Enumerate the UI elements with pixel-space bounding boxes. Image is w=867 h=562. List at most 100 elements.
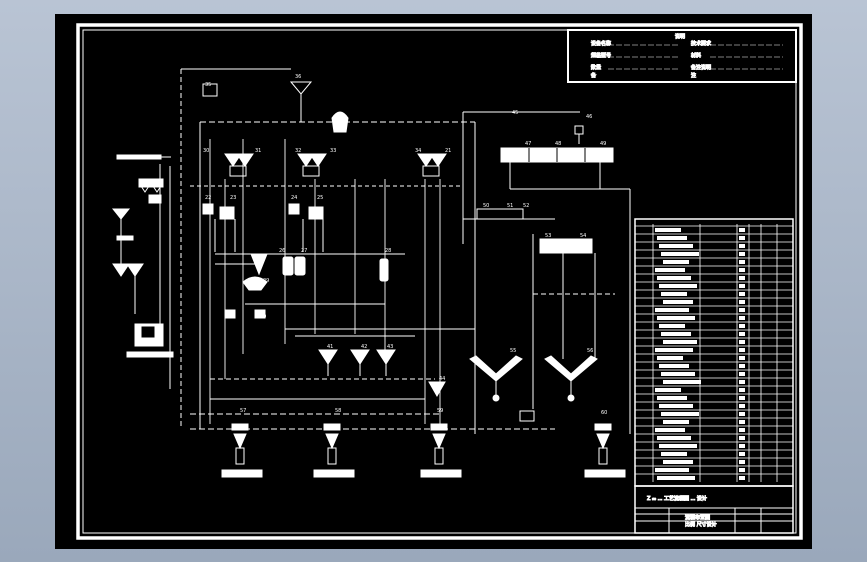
parts-list-qty-mark — [739, 412, 745, 416]
trough-separator-b — [544, 355, 598, 382]
top-hopper — [289, 81, 313, 95]
trough-separator-a — [469, 355, 523, 382]
top-note-block: 说明 设备名称 规格型号 数量 备 技术要求 材料 备注说明 注 — [567, 29, 797, 83]
equipment-tag-label: 47 — [525, 141, 531, 147]
pipe-network — [190, 139, 555, 430]
parts-list-cell-text — [657, 276, 691, 280]
mill-units — [202, 203, 324, 252]
equipment-tag-label: 55 — [510, 348, 516, 354]
equipment-tag-label: 28 — [385, 248, 391, 254]
parts-list-qty-mark — [739, 228, 745, 232]
equipment-tag-label: 35 — [205, 82, 211, 88]
flow-diagram: 3635303132333421222324252627282939404142… — [111, 68, 631, 478]
parts-list-qty-mark — [739, 372, 745, 376]
parts-list-qty-mark — [739, 404, 745, 408]
parts-list-cell-text — [657, 316, 695, 320]
parts-list-qty-mark — [739, 324, 745, 328]
parts-list-cell-text — [663, 260, 689, 264]
parts-list-cell-text — [659, 364, 689, 368]
equipment-tag-label: 40 — [260, 314, 266, 320]
fan-units — [476, 208, 524, 220]
equipment-tag-label: 53 — [545, 233, 551, 239]
parts-list-qty-mark — [739, 340, 745, 344]
storage-bin — [539, 238, 593, 254]
equipment-tag-label: 57 — [240, 408, 246, 414]
equipment-tag-label: 22 — [205, 195, 211, 201]
note-left-2: 规格型号 — [591, 52, 611, 59]
title-block-name-1: 流程布置图 — [685, 514, 710, 521]
parts-list-qty-mark — [739, 252, 745, 256]
note-left-1: 设备名称 — [591, 40, 611, 47]
note-right-4: 注 — [691, 72, 696, 79]
parts-list-qty-mark — [739, 476, 745, 480]
equipment-tag-label: 60 — [601, 410, 607, 416]
parts-list-qty-mark — [739, 460, 745, 464]
equipment-tag-label: 56 — [587, 348, 593, 354]
inner-frame — [82, 29, 797, 534]
parts-list-qty-mark — [739, 276, 745, 280]
equipment-tag-label: 30 — [203, 148, 209, 154]
equipment-tag-label: 31 — [255, 148, 261, 154]
parts-list-cell-text — [655, 428, 685, 432]
parts-list-qty-mark — [739, 332, 745, 336]
equipment-tag-label: 44 — [439, 376, 445, 382]
parts-list-cell-text — [663, 340, 697, 344]
parts-list-cell-text — [657, 396, 687, 400]
equipment-tag-label: 27 — [301, 248, 307, 254]
parts-list-cell-text — [661, 452, 687, 456]
parts-list-cell-text — [655, 228, 681, 232]
equipment-tag-label: 21 — [445, 148, 451, 154]
equipment-tag-label: 26 — [279, 248, 285, 254]
hopper-icon — [111, 208, 131, 220]
parts-list-qty-mark — [739, 380, 745, 384]
twin-hopper-icon — [112, 263, 144, 277]
equipment-tag-label: 50 — [483, 203, 489, 209]
separator-row — [224, 153, 447, 177]
parts-list-cell-text — [659, 284, 697, 288]
drawing-sheet: 说明 设备名称 规格型号 数量 备 技术要求 材料 备注说明 注 — [55, 14, 812, 549]
parts-list-cell-text — [661, 252, 699, 256]
parts-list-cell-text — [657, 436, 691, 440]
parts-list-cell-text — [659, 404, 693, 408]
parts-list-qty-mark — [739, 364, 745, 368]
parts-list-cell-text — [661, 372, 695, 376]
parts-list-qty-mark — [739, 420, 745, 424]
note-left-4: 备 — [591, 72, 596, 79]
parts-list-table — [634, 218, 794, 487]
note-right-1: 技术要求 — [691, 40, 711, 47]
equipment-tag-label: 49 — [600, 141, 606, 147]
parts-list-cell-text — [659, 244, 693, 248]
parts-list-cell-text — [661, 332, 691, 336]
small-tank — [519, 410, 535, 422]
title-block-name-2: 比例 尺寸设计 — [685, 521, 717, 528]
title-block: Z ₆₀ ... 工艺流程图 ... 设计 流程布置图 比例 尺寸设计 — [634, 485, 794, 534]
equipment-tag-label: 25 — [317, 195, 323, 201]
process-flow-drawing: 说明 设备名称 规格型号 数量 备 技术要求 材料 备注说明 注 — [76, 23, 803, 540]
parts-list-cell-text — [659, 444, 697, 448]
packing-machines — [221, 423, 626, 478]
parts-list-qty-mark — [739, 356, 745, 360]
equipment-tag-label: 43 — [387, 344, 393, 350]
parts-list-qty-mark — [739, 268, 745, 272]
parts-list-qty-mark — [739, 452, 745, 456]
equipment-tag-label: 41 — [327, 344, 333, 350]
left-feeder-line — [111, 154, 174, 389]
note-heading: 说明 — [675, 33, 685, 40]
parts-list-qty-mark — [739, 436, 745, 440]
equipment-tag-label: 42 — [361, 344, 367, 350]
parts-list-cell-text — [661, 292, 687, 296]
parts-list-rows — [635, 225, 793, 480]
equipment-tag-label: 32 — [295, 148, 301, 154]
parts-list-cell-text — [655, 308, 689, 312]
parts-list-qty-mark — [739, 292, 745, 296]
equipment-tag-label: 52 — [523, 203, 529, 209]
equipment-tag-label: 48 — [555, 141, 561, 147]
outer-frame — [76, 23, 803, 540]
equipment-tag-label: 34 — [415, 148, 421, 154]
classifier-a — [250, 253, 268, 276]
equipment-tag-label: 58 — [335, 408, 341, 414]
cone-separators — [318, 349, 446, 398]
parts-list-qty-mark — [739, 316, 745, 320]
equipment-tag-label: 39 — [227, 314, 233, 320]
equipment-tag-label: 24 — [291, 195, 297, 201]
